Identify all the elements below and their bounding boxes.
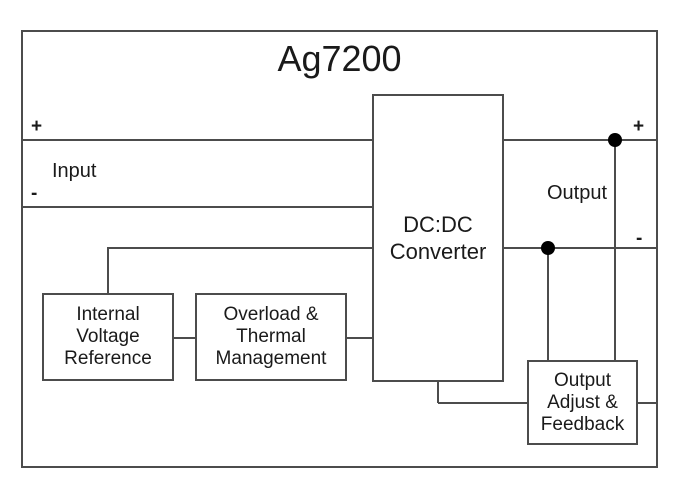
input-plus-wire xyxy=(21,139,658,141)
diagram-title: Ag7200 xyxy=(277,38,402,79)
input-plus-sign: + xyxy=(31,116,43,137)
input-label: Input xyxy=(52,160,97,182)
feedback-minus-vertical-wire xyxy=(547,247,549,365)
output-plus-sign: + xyxy=(633,116,645,137)
ivr-label-line1: Internal xyxy=(76,304,140,325)
output-plus-junction-dot xyxy=(608,133,622,147)
output-minus-junction-dot xyxy=(541,241,555,255)
ivr-to-overload-wire xyxy=(174,337,195,339)
oaf-label-line3: Feedback xyxy=(540,413,625,435)
internal-voltage-reference-block: Internal Voltage Reference xyxy=(42,293,174,381)
output-adjust-feedback-block: Output Adjust & Feedback xyxy=(527,360,638,445)
overload-label-line3: Management xyxy=(215,348,327,369)
dcdc-converter-label-line1: DC:DC xyxy=(403,212,473,237)
dcdc-converter-label-line2: Converter xyxy=(389,239,487,264)
input-minus-wire xyxy=(21,206,372,208)
ivr-label-line3: Reference xyxy=(64,348,152,369)
reference-vertical-wire xyxy=(107,247,109,293)
output-minus-sign: - xyxy=(636,228,643,249)
output-label: Output xyxy=(547,182,608,204)
overload-label-line2: Thermal xyxy=(236,326,306,347)
ivr-label-line2: Voltage xyxy=(76,326,140,347)
dcdc-converter-block: DC:DC Converter xyxy=(372,94,504,382)
overload-label-line1: Overload & xyxy=(223,304,319,325)
overload-to-dcdc-wire xyxy=(347,337,372,339)
input-minus-sign: - xyxy=(31,183,38,204)
dcdc-bottom-stub-wire xyxy=(437,381,439,403)
feedback-plus-vertical-wire xyxy=(614,139,616,365)
oaf-label-line2: Adjust & xyxy=(547,391,618,413)
oaf-label-line1: Output xyxy=(553,369,612,391)
overload-thermal-management-block: Overload & Thermal Management xyxy=(195,293,347,381)
diagram-outer-border xyxy=(21,30,658,468)
